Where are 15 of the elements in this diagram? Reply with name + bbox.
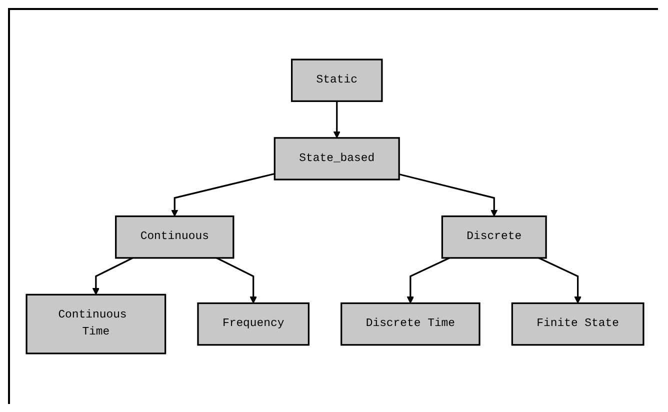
node-box: Discrete Time bbox=[340, 302, 480, 346]
node-box: Discrete bbox=[441, 214, 547, 258]
arrow bbox=[538, 256, 582, 304]
node-box: Continuous Time bbox=[26, 293, 166, 354]
node-box: Frequency bbox=[197, 302, 310, 346]
arrow bbox=[171, 172, 275, 216]
node-box: Static bbox=[290, 58, 383, 102]
arrow bbox=[216, 256, 257, 304]
arrow bbox=[406, 256, 450, 304]
node-box: Finite State bbox=[511, 302, 644, 346]
node-box: State_based bbox=[274, 136, 400, 180]
arrow bbox=[333, 100, 340, 138]
arrow bbox=[92, 256, 134, 294]
node-box: Continuous bbox=[115, 214, 234, 258]
arrow bbox=[398, 172, 498, 216]
